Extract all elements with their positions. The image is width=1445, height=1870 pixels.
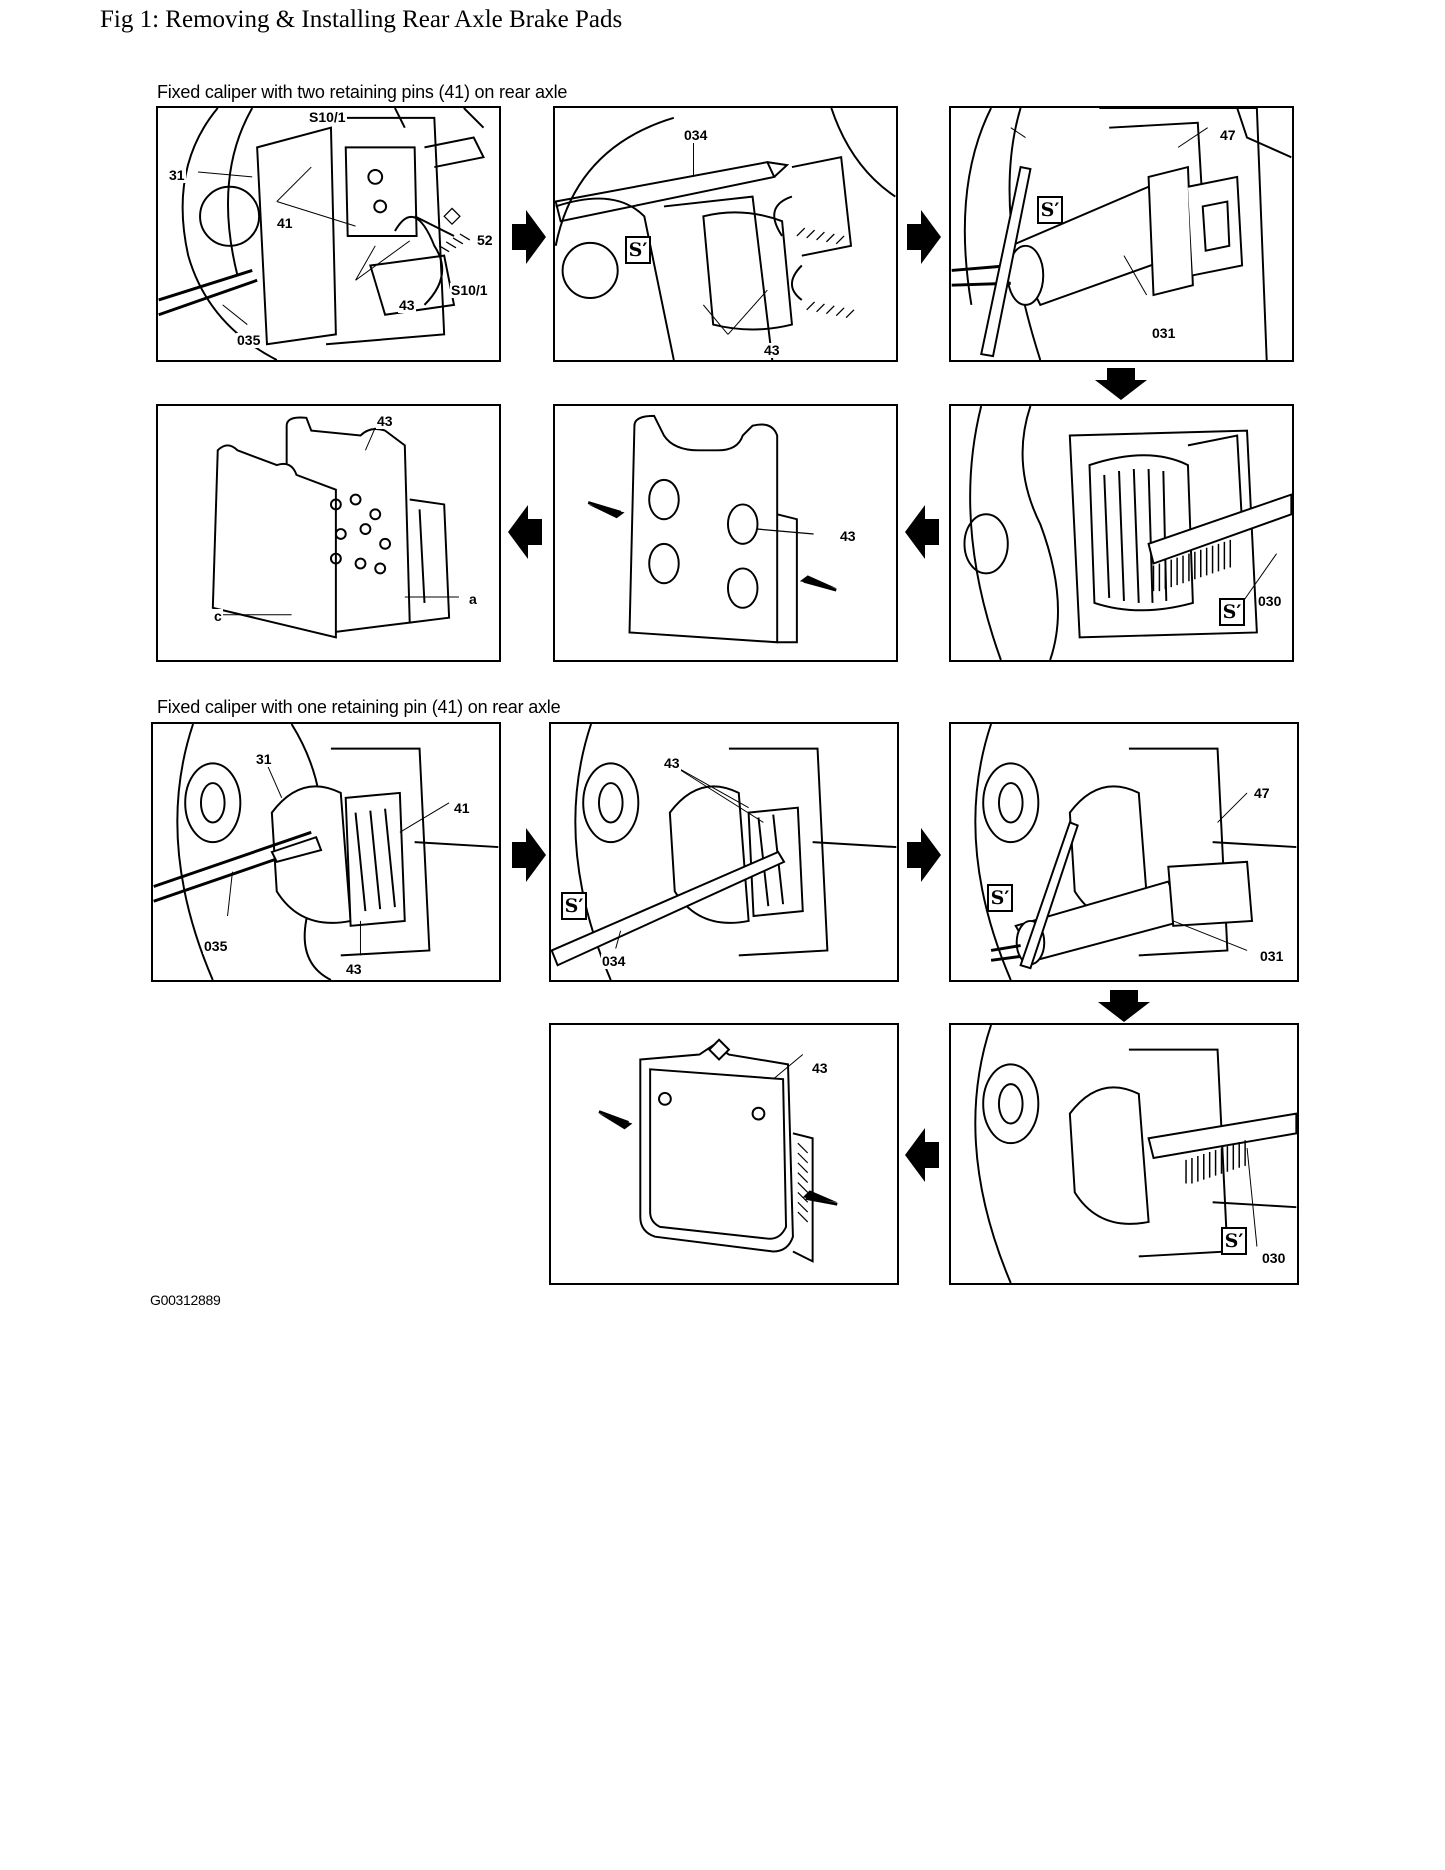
callout-label: 030 <box>1257 593 1283 609</box>
illustration-panel-remove-single-pin: 31 41 035 43 <box>151 722 501 982</box>
callout-label: 47 <box>1253 785 1271 801</box>
callout-label: 035 <box>236 332 262 348</box>
illustration-panel-press-back-piston: 47 031 S′ <box>949 106 1294 362</box>
arrow-right-icon <box>907 210 941 264</box>
illustration-panel-push-out-pins: 034 43 S′ <box>553 106 898 362</box>
callout-label: c <box>213 608 223 624</box>
special-tool-icon: S′ <box>625 236 651 264</box>
callout-label: S10/1 <box>308 109 347 125</box>
callout-label: 43 <box>398 297 416 313</box>
callout-label: 41 <box>276 215 294 231</box>
single-pin-caliper-drawing <box>153 724 499 980</box>
special-tool-icon: S′ <box>561 892 587 920</box>
callout-label: 034 <box>601 953 627 969</box>
callout-label: 43 <box>763 342 781 358</box>
callout-label: 030 <box>1261 1250 1287 1266</box>
illustration-panel-press-back-single-piston: 47 031 S′ <box>949 722 1299 982</box>
pad-wear-drawing <box>211 416 459 639</box>
special-tool-icon: S′ <box>987 884 1013 912</box>
piston-reset-tool-drawing <box>951 108 1292 360</box>
illustration-panel-remove-pins: S10/1 31 41 52 43 S10/1 035 <box>156 106 501 362</box>
caliper-pin-removal-drawing <box>158 108 485 360</box>
callout-label: 035 <box>203 938 229 954</box>
arrow-right-icon <box>512 210 546 264</box>
callout-label: 43 <box>663 755 681 771</box>
caliper-brush-drawing <box>963 406 1292 660</box>
graphic-id: G00312889 <box>150 1292 221 1308</box>
callout-label: 031 <box>1151 325 1177 341</box>
illustration-panel-remove-single-pads: 43 034 S′ <box>549 722 899 982</box>
callout-label: 43 <box>376 413 394 429</box>
pad-extraction-drawing <box>551 724 897 980</box>
callout-label: 43 <box>345 961 363 977</box>
pin-drift-drawing <box>555 108 896 360</box>
illustration-panel-new-brake-pad: 43 <box>553 404 898 662</box>
brake-pad-drawing <box>587 414 837 644</box>
arrow-down-icon <box>1095 368 1147 400</box>
illustration-panel-pad-inspection: 43 c a <box>156 404 501 662</box>
callout-label: 031 <box>1259 948 1285 964</box>
section-title-two-pins: Fixed caliper with two retaining pins (4… <box>157 82 568 102</box>
arrow-down-icon <box>1098 990 1150 1022</box>
callout-label: S10/1 <box>450 282 489 298</box>
callout-label: 31 <box>255 751 273 767</box>
callout-label: 47 <box>1219 127 1237 143</box>
special-tool-icon: S′ <box>1221 1227 1247 1255</box>
single-caliper-brush-drawing <box>974 1025 1297 1283</box>
special-tool-icon: S′ <box>1219 598 1245 626</box>
special-tool-icon: S′ <box>1037 196 1063 224</box>
callout-label: a <box>468 591 478 607</box>
callout-label: 43 <box>839 528 857 544</box>
section-title-one-pin: Fixed caliper with one retaining pin (41… <box>157 697 561 717</box>
callout-label: 41 <box>453 800 471 816</box>
callout-label: 43 <box>811 1060 829 1076</box>
single-brake-pad-drawing <box>598 1038 838 1263</box>
illustration-panel-new-single-pad: 43 <box>549 1023 899 1285</box>
arrow-left-icon <box>508 505 542 559</box>
callout-label: 31 <box>168 167 186 183</box>
arrow-right-icon <box>512 828 546 882</box>
illustration-panel-clean-single-caliper: 030 S′ <box>949 1023 1299 1285</box>
arrow-right-icon <box>907 828 941 882</box>
callout-label: 034 <box>683 127 709 143</box>
callout-label: 52 <box>476 232 494 248</box>
arrow-left-icon <box>905 1128 939 1182</box>
illustration-panel-clean-caliper: 030 S′ <box>949 404 1294 662</box>
arrow-left-icon <box>905 505 939 559</box>
figure-title: Fig 1: Removing & Installing Rear Axle B… <box>100 6 623 33</box>
single-piston-reset-drawing <box>974 724 1297 980</box>
